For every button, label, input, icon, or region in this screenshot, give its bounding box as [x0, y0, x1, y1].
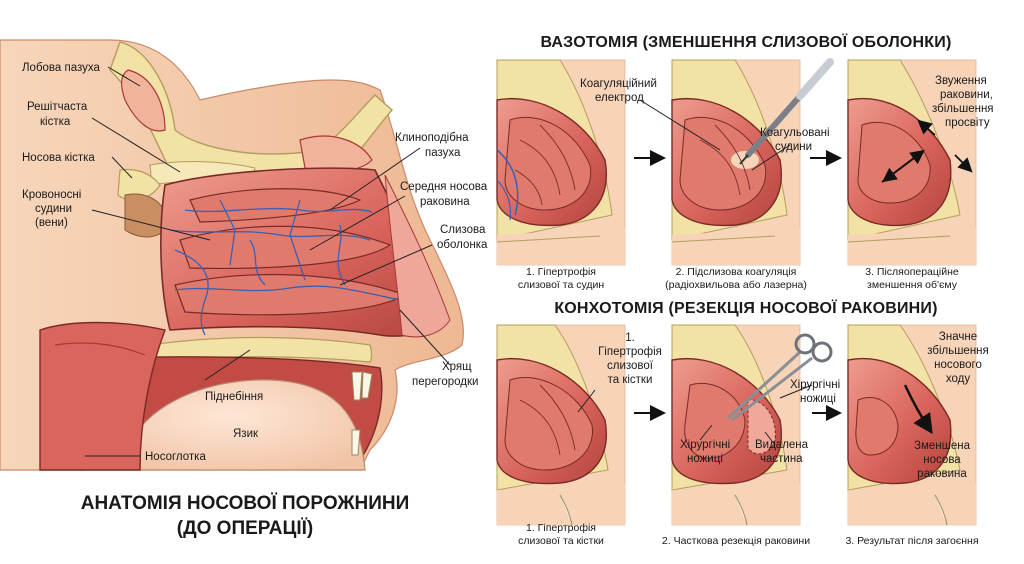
label-sphenoid-line2: пазуха [425, 147, 461, 159]
label-tongue: Язик [233, 428, 259, 440]
superior-turbinate [189, 188, 362, 223]
anatomy-labels: Лобова пазуха Решітчаста кістка Носова к… [22, 62, 488, 463]
label-septum-line2: перегородки [412, 376, 478, 388]
label-sphenoid-line1: Клиноподібна [395, 132, 469, 144]
vasotomy-step2-caption-1: 2. Підслизова коагуляція [676, 266, 797, 278]
reduced-turbinate-label-line2: носова [923, 454, 961, 466]
wider-passage-label-line3: носового [934, 359, 982, 371]
septal-cartilage [384, 174, 451, 338]
conchotomy-panel: КОНХОТОМІЯ (РЕЗЕКЦІЯ НОСОВОЇ РАКОВИНИ) 1… [496, 299, 989, 547]
wider-passage-label-line2: збільшення [927, 345, 989, 357]
conchotomy-step2-image [671, 324, 801, 526]
conchotomy-step1-leader [577, 389, 596, 413]
label-vessels-line2: судини [35, 203, 72, 215]
reduced-turbinate-label-line3: раковина [917, 468, 967, 480]
coagulation-electrode-icon [739, 58, 834, 165]
surgical-scissors-icon [726, 333, 833, 422]
hypertrophy-label-line3: слизової [607, 360, 654, 372]
conchotomy-step1-caption-2: слизової та кістки [518, 535, 604, 547]
lower-teeth [351, 429, 361, 456]
removed-part-label-line2: частина [760, 453, 803, 465]
label-middle-line1: Середня носова [400, 181, 488, 193]
narrowing-label-line1: Звуження [935, 75, 987, 87]
coagulated-label-line2: судини [775, 141, 812, 153]
vasotomy-step1-caption-1: 1. Гіпертрофія [526, 266, 596, 278]
electrode-label-line2: електрод [595, 92, 644, 104]
anatomy-panel: Лобова пазуха Решітчаста кістка Носова к… [0, 39, 488, 539]
vasotomy-step3-image [847, 59, 977, 266]
narrowing-label-line3: збільшення [932, 103, 994, 115]
label-vessels-line1: Кровоносні [22, 189, 81, 201]
anatomy-leader-lines [85, 66, 451, 457]
label-ethmoid-line1: Решітчаста [27, 101, 88, 113]
conchotomy-step2-caption-1: 2. Часткова резекція раковини [662, 535, 810, 547]
label-mucosa-line1: Слизова [440, 224, 486, 236]
wider-passage-label-line4: ходу [946, 373, 970, 385]
middle-turbinate [179, 225, 392, 270]
veins [169, 199, 401, 336]
vasotomy-step3-caption-1: 3. Післяопераційне [865, 266, 959, 278]
upper-teeth [351, 371, 373, 401]
label-middle-line2: раковина [420, 196, 470, 208]
hypertrophy-label-line4: та кістки [608, 374, 653, 386]
tongue [119, 379, 366, 471]
label-nasopharynx: Носоглотка [145, 451, 206, 463]
label-palate: Піднебіння [205, 391, 263, 403]
wider-passage-label-line1: Значне [939, 331, 977, 343]
frontal-sinus [121, 69, 166, 132]
scissors-label-left-line1: Хірургічні [680, 439, 730, 451]
conchotomy-step3-caption-1: 3. Результат після загоєння [845, 535, 978, 547]
label-nasal-bone: Носова кістка [22, 152, 95, 164]
narrowing-label-line4: просвіту [945, 117, 990, 129]
conchotomy-title: КОНХОТОМІЯ (РЕЗЕКЦІЯ НОСОВОЇ РАКОВИНИ) [554, 299, 937, 317]
scissors-label-right-line1: Хірургічні [790, 379, 840, 391]
nasopharynx-shape [39, 321, 166, 471]
vasotomy-step3-caption-2: зменшення об'єму [867, 279, 958, 291]
vasotomy-panel: ВАЗОТОМІЯ (ЗМЕНШЕННЯ СЛИЗОВОЇ ОБОЛОНКИ) … [496, 33, 994, 291]
label-ethmoid-line2: кістка [40, 116, 71, 128]
reduced-turbinate-label-line1: Зменшена [914, 440, 971, 452]
pharynx-lining [54, 342, 146, 356]
coagulated-label-line1: Коагульовані [760, 127, 830, 139]
electrode-label-line1: Коагуляційний [580, 78, 657, 90]
vasotomy-step2-leaders [639, 99, 791, 171]
label-vessels-line3: (вени) [35, 217, 68, 229]
conchotomy-step2-leaders [699, 384, 813, 446]
conchotomy-step3-image [847, 324, 977, 526]
anatomy-title-line1: АНАТОМІЯ НОСОВОЇ ПОРОЖНИНИ [81, 493, 410, 514]
hypertrophy-label-line2: Гіпертрофія [598, 346, 662, 358]
narrowing-label-line2: раковини, [940, 89, 993, 101]
vasotomy-step2-caption-2: (радіохвильова або лазерна) [665, 279, 807, 291]
vasotomy-step1-image [496, 59, 626, 266]
vasotomy-step1-caption-2: слизової та судин [518, 279, 605, 291]
label-septum-line1: Хрящ [442, 361, 472, 373]
removed-part-label-line1: Видалена [755, 439, 809, 451]
scissors-label-left-line2: ножиці [687, 453, 723, 465]
label-frontal-sinus: Лобова пазуха [22, 62, 101, 74]
hypertrophy-label-line1: 1. [625, 332, 635, 344]
vasotomy-step2-image [671, 59, 801, 266]
label-mucosa-line2: оболонка [437, 239, 488, 251]
anatomy-title-line2: (ДО ОПЕРАЦІЇ) [177, 518, 313, 539]
conchotomy-step1-image [496, 324, 626, 526]
vasotomy-title: ВАЗОТОМІЯ (ЗМЕНШЕННЯ СЛИЗОВОЇ ОБОЛОНКИ) [540, 33, 951, 51]
scissors-label-right-line2: ножиці [800, 393, 836, 405]
conchotomy-step1-caption-1: 1. Гіпертрофія [526, 522, 596, 534]
